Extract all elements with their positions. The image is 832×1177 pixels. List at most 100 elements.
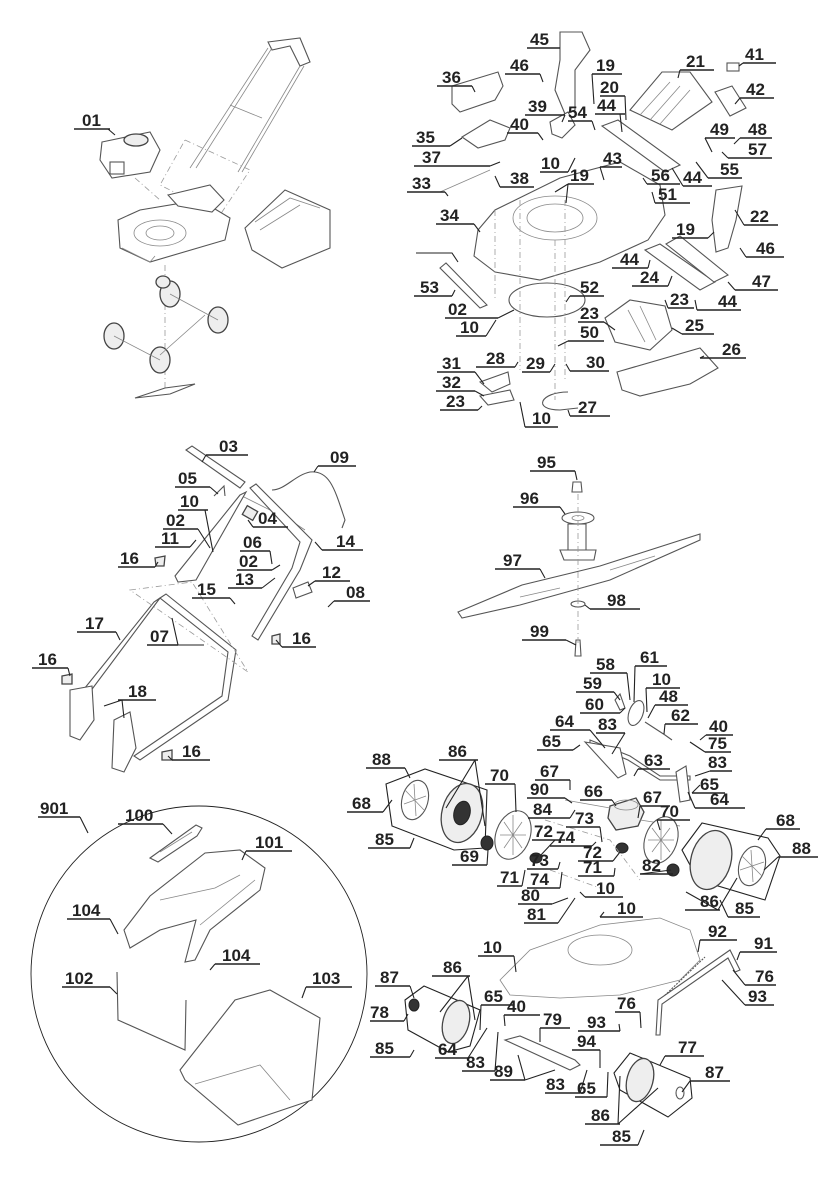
overview-mower — [99, 37, 331, 399]
bracket-part-31 — [478, 371, 511, 393]
callout-16: 16 — [182, 742, 201, 761]
callout-20: 20 — [600, 78, 619, 97]
callout-91: 91 — [754, 934, 773, 953]
callout-42: 42 — [746, 80, 765, 99]
callout-13: 13 — [235, 570, 254, 589]
callout-54: 54 — [568, 103, 587, 122]
callout-104: 104 — [72, 901, 101, 920]
callout-53: 53 — [420, 278, 439, 297]
wheel-rear-left — [441, 999, 471, 1045]
callout-36: 36 — [442, 68, 461, 87]
callout-02: 02 — [166, 511, 185, 530]
callout-38: 38 — [510, 169, 529, 188]
callout-102: 102 — [65, 969, 93, 988]
overview-handle-bar-left2 — [195, 47, 273, 169]
callout-51: 51 — [658, 185, 677, 204]
callout-66: 66 — [584, 782, 603, 801]
gear-part-72-right — [615, 842, 629, 854]
callout-32: 32 — [442, 373, 461, 392]
grass-catcher-labels: 901 100 101 104 104 102 103 — [38, 799, 352, 999]
callout-86: 86 — [700, 892, 719, 911]
callout-83: 83 — [546, 1075, 565, 1094]
callout-23: 23 — [670, 290, 689, 309]
callout-73: 73 — [575, 809, 594, 828]
bail-part-09 — [271, 471, 346, 529]
bracket-part-64-left — [583, 741, 627, 779]
cover-part-36 — [451, 71, 504, 113]
lower-handle-part-17 — [133, 593, 237, 761]
callout-23: 23 — [446, 392, 465, 411]
gear-part-69 — [480, 835, 494, 851]
handle-assembly — [61, 445, 346, 773]
callout-67: 67 — [540, 762, 559, 781]
rear-axle-part-91 — [655, 949, 741, 1036]
callout-82: 82 — [642, 856, 661, 875]
arm-part-79 — [503, 1035, 581, 1071]
callout-10: 10 — [541, 154, 560, 173]
callout-96: 96 — [520, 489, 539, 508]
blade-labels: 95 96 97 98 99 — [495, 453, 640, 646]
callout-44: 44 — [683, 168, 702, 187]
cable-part-62 — [644, 721, 673, 741]
bracket-part-18-left — [69, 685, 95, 741]
callout-79: 79 — [543, 1010, 562, 1029]
callout-47: 47 — [752, 272, 771, 291]
callout-68: 68 — [352, 794, 371, 813]
wheel-box-78 — [404, 985, 481, 1053]
callout-46: 46 — [510, 56, 529, 75]
hub-part-87-left — [408, 998, 420, 1012]
callout-16: 16 — [292, 629, 311, 648]
wheel-right-front — [689, 829, 733, 891]
lever-part-59 — [614, 692, 626, 711]
callout-103: 103 — [312, 969, 340, 988]
overview-handle-bar-left — [189, 47, 269, 169]
callout-83: 83 — [598, 715, 617, 734]
callout-44: 44 — [620, 250, 639, 269]
deck-part-34 — [473, 161, 666, 281]
callout-55: 55 — [720, 160, 739, 179]
callout-95: 95 — [537, 453, 556, 472]
callout-06: 06 — [243, 533, 262, 552]
callout-60: 60 — [585, 695, 604, 714]
callout-85: 85 — [735, 899, 754, 918]
callout-50: 50 — [580, 323, 599, 342]
overview-handle-guide — [159, 139, 251, 216]
frame-part-102 — [116, 971, 187, 1051]
guard-part-25 — [604, 299, 673, 351]
overview-deck — [117, 184, 231, 263]
callout-40: 40 — [709, 717, 728, 736]
callout-70: 70 — [660, 802, 679, 821]
callout-73: 73 — [530, 851, 549, 870]
callout-76: 76 — [617, 994, 636, 1013]
callout-101: 101 — [255, 833, 283, 852]
callout-04: 04 — [258, 509, 277, 528]
callout-11: 11 — [161, 529, 179, 548]
bracket-part-22 — [711, 185, 743, 253]
callout-10: 10 — [180, 492, 199, 511]
pulley-part-61 — [627, 700, 645, 726]
callout-90: 90 — [530, 780, 549, 799]
callout-10: 10 — [483, 938, 502, 957]
callout-57: 57 — [748, 140, 767, 159]
callout-33: 33 — [412, 174, 431, 193]
callout-94: 94 — [577, 1032, 596, 1051]
bracket-part-64-right — [675, 765, 691, 803]
bolt-part-95 — [571, 481, 583, 493]
callout-21: 21 — [686, 52, 705, 71]
callout-23: 23 — [580, 304, 599, 323]
callout-17: 17 — [85, 614, 104, 633]
callout-45: 45 — [530, 30, 549, 49]
callout-12: 12 — [322, 563, 341, 582]
callout-14: 14 — [336, 532, 355, 551]
callout-02: 02 — [448, 300, 467, 319]
drive-labels: 58 61 59 10 60 48 62 64 83 40 65 75 63 8… — [347, 648, 818, 1146]
callout-22: 22 — [750, 207, 769, 226]
callout-52: 52 — [580, 278, 599, 297]
callout-63: 63 — [644, 751, 663, 770]
callout-87: 87 — [705, 1063, 724, 1082]
callout-37: 37 — [422, 148, 441, 167]
faint-deck — [499, 917, 701, 999]
callout-58: 58 — [596, 655, 615, 674]
blade-assembly — [457, 481, 701, 657]
handle-part-42 — [714, 85, 747, 117]
